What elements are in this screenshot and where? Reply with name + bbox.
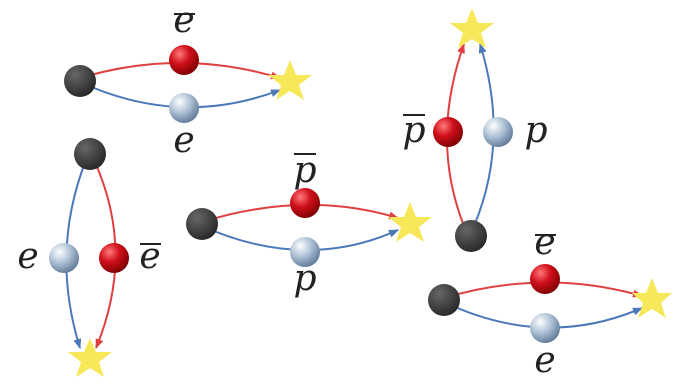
pair-electron-vertical: e e	[17, 138, 161, 377]
origin-particle	[186, 208, 218, 240]
antiproton-ball	[433, 117, 463, 147]
electron-ball	[49, 243, 79, 273]
star-icon	[268, 60, 312, 100]
positron-ball	[169, 45, 199, 75]
positron-label: e	[139, 236, 160, 277]
pair-electron-bottom: e e	[428, 222, 672, 381]
positron-ball	[99, 243, 129, 273]
electron-ball	[530, 313, 560, 343]
antiproton-label: p	[402, 110, 425, 151]
origin-particle	[64, 65, 96, 97]
pair-electron-top: e e	[64, 0, 312, 161]
positron-label: e	[173, 0, 194, 41]
pair-proton-vertical: p p	[402, 8, 548, 252]
electron-label: e	[534, 340, 555, 381]
antiproton-label: p	[293, 150, 316, 191]
origin-particle	[455, 220, 487, 252]
proton-ball	[290, 237, 320, 267]
origin-particle	[428, 284, 460, 316]
star-icon	[68, 338, 112, 377]
proton-label: p	[524, 110, 547, 151]
star-icon	[388, 202, 432, 242]
electron-ball	[169, 93, 199, 123]
star-icon	[450, 8, 494, 48]
electron-label: e	[173, 120, 194, 161]
origin-particle	[74, 138, 106, 170]
positron-ball	[530, 264, 560, 294]
positron-label: e	[534, 222, 555, 263]
pair-proton-center: p p	[186, 150, 432, 299]
proton-ball	[483, 117, 513, 147]
electron-label: e	[17, 236, 38, 277]
antiproton-ball	[290, 188, 320, 218]
proton-label: p	[293, 258, 316, 299]
star-icon	[632, 278, 672, 318]
